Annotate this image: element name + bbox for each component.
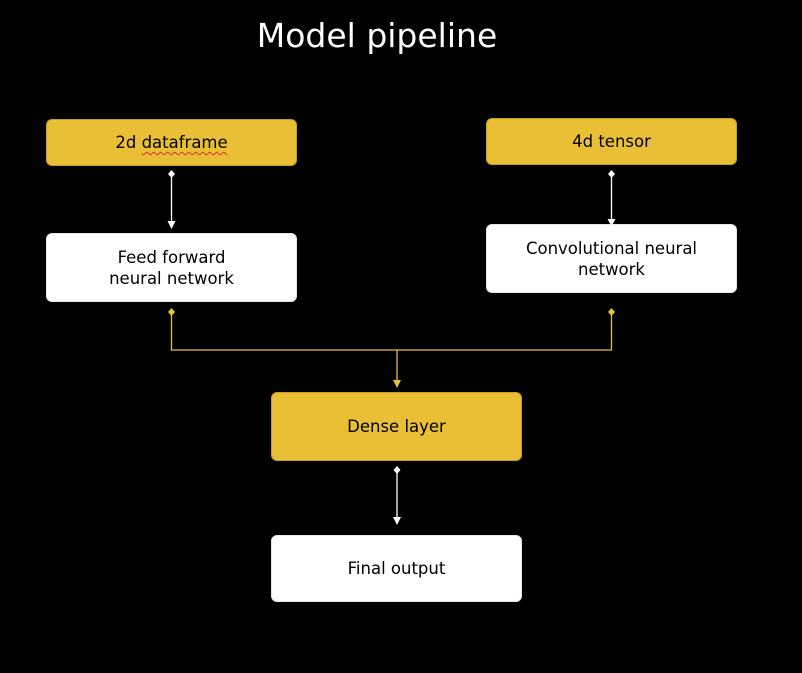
edge-feedforward-to-dense xyxy=(168,308,397,351)
arrowhead xyxy=(167,221,176,229)
edge-merge-into-dense xyxy=(393,350,401,388)
node-2d-dataframe-label: 2d dataframe xyxy=(115,133,228,152)
arrowhead xyxy=(393,380,401,388)
diamond-marker xyxy=(168,308,175,316)
node-4d-tensor: 4d tensor xyxy=(486,118,737,165)
diamond-marker xyxy=(608,308,615,316)
node-4d-tensor-label: 4d tensor xyxy=(572,132,651,151)
arrowhead xyxy=(393,517,401,525)
node-cnn: Convolutional neural network xyxy=(486,224,737,293)
diamond-marker xyxy=(168,170,175,178)
diamond-marker xyxy=(608,170,615,178)
node-final-output: Final output xyxy=(271,535,522,602)
arrowhead xyxy=(607,219,616,226)
edge-tensor-to-cnn xyxy=(607,170,616,226)
node-final-output-label: Final output xyxy=(347,559,446,578)
diamond-marker xyxy=(393,466,401,474)
node-dense-layer: Dense layer xyxy=(271,392,522,461)
diagram-title: Model pipeline xyxy=(256,16,498,55)
edge-dense-to-output xyxy=(393,466,401,525)
node-cnn-label: Convolutional neural network xyxy=(525,238,698,279)
node-feed-forward-label: Feed forward neural network xyxy=(109,247,234,288)
misspelled-word: dataframe xyxy=(141,133,228,152)
edge-cnn-to-dense xyxy=(397,308,615,351)
node-dense-layer-label: Dense layer xyxy=(347,417,446,436)
edge-dataframe-to-feedforward xyxy=(167,170,176,229)
node-feed-forward: Feed forward neural network xyxy=(46,233,297,302)
node-2d-dataframe: 2d dataframe xyxy=(46,119,297,166)
